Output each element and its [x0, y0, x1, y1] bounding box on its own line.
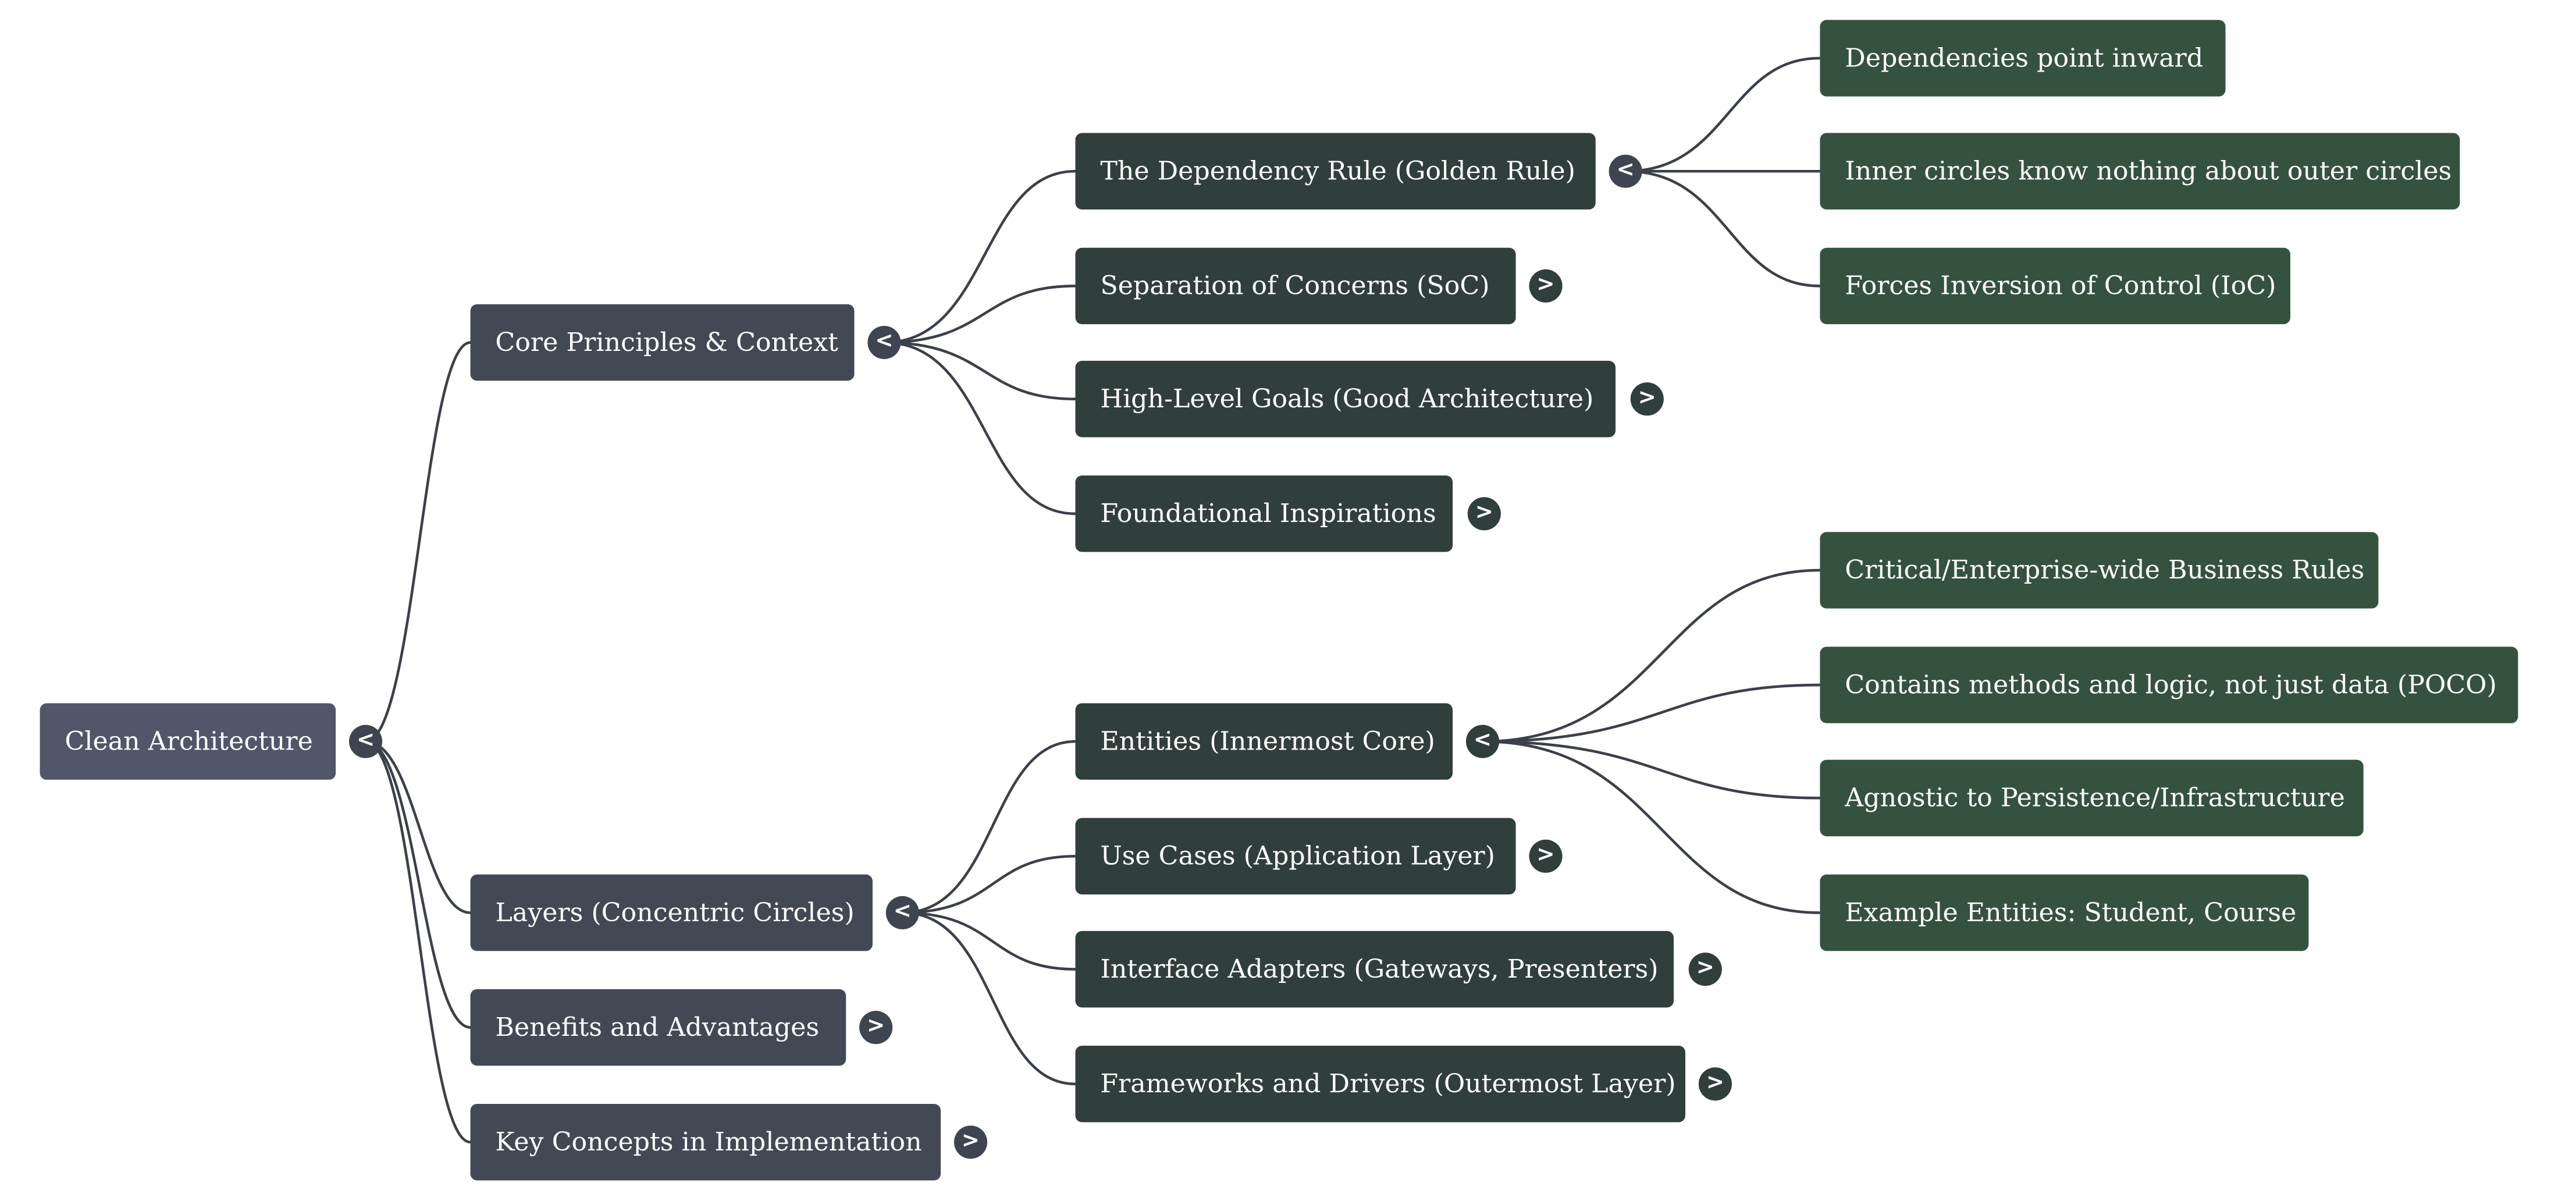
expand-toggle-benefits[interactable]: > [859, 1011, 893, 1045]
collapse-toggle-root[interactable]: < [348, 724, 383, 758]
node-foundational-inspirations[interactable]: Foundational Inspirations [1075, 475, 1453, 552]
link-root-benefits [365, 740, 471, 1029]
node-layers[interactable]: Layers (Concentric Circles) [470, 874, 873, 951]
link-layers-frameworks [902, 911, 1076, 1086]
expand-toggle-frameworks[interactable]: > [1698, 1067, 1732, 1101]
node-frameworks-drivers[interactable]: Frameworks and Drivers (Outermost Layer) [1075, 1046, 1685, 1123]
link-dependency-child-3 [1625, 169, 1820, 287]
node-separation-of-concerns[interactable]: Separation of Concerns (SoC) [1075, 247, 1516, 325]
link-layers-usecases [902, 855, 1076, 914]
collapse-toggle-dependency-rule[interactable]: < [1609, 154, 1642, 188]
link-core-inspirations [884, 341, 1076, 516]
collapse-toggle-core-principles[interactable]: < [867, 325, 901, 360]
node-core-principles[interactable]: Core Principles & Context [470, 304, 855, 381]
node-clean-architecture[interactable]: Clean Architecture [40, 703, 336, 780]
node-entities[interactable]: Entities (Innermost Core) [1075, 703, 1453, 780]
expand-toggle-interface-adapters[interactable]: > [1688, 953, 1722, 986]
expand-toggle-inspirations[interactable]: > [1467, 497, 1501, 531]
link-entities-child-2 [1482, 683, 1820, 743]
expand-toggle-separation[interactable]: > [1529, 269, 1563, 303]
node-high-level-goals[interactable]: High-Level Goals (Good Architecture) [1075, 360, 1616, 438]
link-entities-child-4 [1482, 740, 1820, 914]
node-benefits[interactable]: Benefits and Advantages [470, 989, 846, 1066]
node-key-concepts[interactable]: Key Concepts in Implementation [470, 1104, 941, 1181]
node-methods-and-logic[interactable]: Contains methods and logic, not just dat… [1820, 647, 2518, 723]
link-core-goals [884, 341, 1076, 400]
node-agnostic-persistence[interactable]: Agnostic to Persistence/Infrastructure [1820, 759, 2364, 837]
link-entities-child-3 [1482, 740, 1820, 800]
node-business-rules[interactable]: Critical/Enterprise-wide Business Rules [1820, 532, 2379, 609]
link-root-keyconcepts [365, 740, 471, 1144]
collapse-toggle-entities[interactable]: < [1465, 724, 1500, 758]
node-use-cases[interactable]: Use Cases (Application Layer) [1075, 818, 1516, 895]
node-dependency-rule[interactable]: The Dependency Rule (Golden Rule) [1075, 133, 1596, 209]
node-example-entities[interactable]: Example Entities: Student, Course [1820, 874, 2309, 951]
link-entities-child-1 [1482, 569, 1820, 743]
expand-toggle-goals[interactable]: > [1630, 382, 1664, 416]
node-inversion-of-control[interactable]: Forces Inversion of Control (IoC) [1820, 247, 2290, 325]
node-inner-circles[interactable]: Inner circles know nothing about outer c… [1820, 133, 2460, 209]
node-interface-adapters[interactable]: Interface Adapters (Gateways, Presenters… [1075, 930, 1674, 1008]
link-core-dependency [884, 169, 1076, 344]
expand-toggle-use-cases[interactable]: > [1529, 839, 1563, 873]
link-root-layers [365, 740, 471, 914]
link-layers-adapters [902, 911, 1076, 971]
collapse-toggle-layers[interactable]: < [885, 896, 919, 930]
node-dependencies-point-inward[interactable]: Dependencies point inward [1820, 20, 2226, 97]
expand-toggle-key-concepts[interactable]: > [953, 1125, 988, 1159]
link-core-separation [884, 285, 1076, 344]
link-root-core [365, 341, 471, 743]
link-dependency-child-1 [1625, 56, 1820, 173]
link-layers-entities [902, 740, 1076, 914]
